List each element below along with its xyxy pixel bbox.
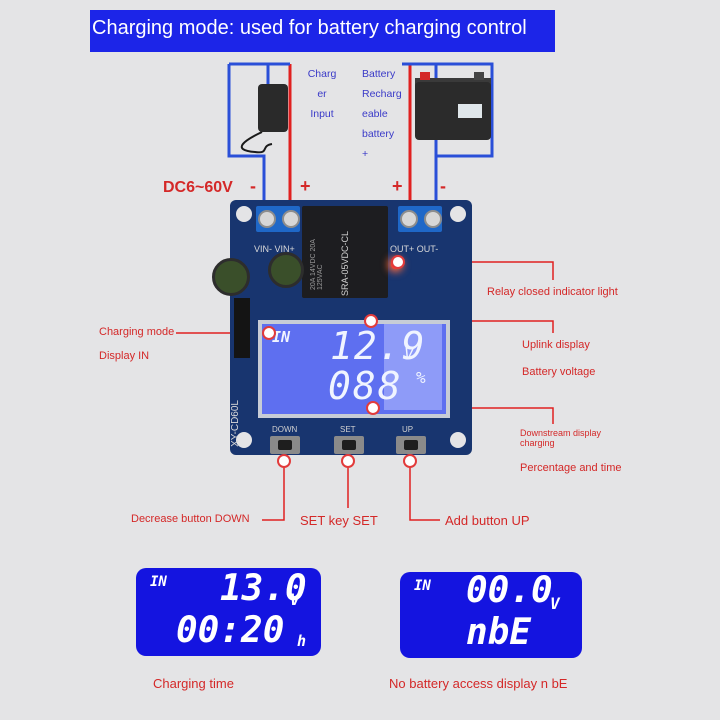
mode-marker bbox=[262, 326, 276, 340]
right-negative-sign: - bbox=[440, 176, 446, 196]
up-button-cap[interactable] bbox=[404, 440, 418, 450]
downstream-marker bbox=[366, 401, 380, 415]
screw-icon bbox=[282, 210, 300, 228]
voltage-range-label: DC6~60V bbox=[163, 179, 233, 196]
battery-positive-terminal bbox=[420, 72, 430, 80]
mode-callout-line2: Display IN bbox=[99, 350, 150, 362]
battery-negative-terminal bbox=[474, 72, 484, 80]
title-banner bbox=[90, 10, 555, 52]
down-button-label: DOWN bbox=[272, 425, 298, 434]
down-button-cap[interactable] bbox=[278, 440, 292, 450]
battery-label-line: Recharg bbox=[362, 88, 402, 100]
set-button-label: SET bbox=[340, 425, 356, 434]
lcd-voltage-unit: V bbox=[404, 344, 414, 363]
mounting-hole bbox=[236, 432, 252, 448]
example-caption-charging: Charging time bbox=[153, 676, 234, 691]
mode-callout: Charging mode bbox=[99, 326, 175, 338]
relay-rating: 20A 14VDC 20A 125VAC bbox=[310, 239, 324, 290]
charger-negative-wire bbox=[227, 64, 266, 210]
relay-icon bbox=[302, 206, 388, 298]
battery-voltage-callout: Battery voltage bbox=[522, 366, 596, 378]
example-time: 00:20 bbox=[176, 610, 285, 651]
lcd-mode-indicator: IN bbox=[272, 328, 291, 346]
percentage-callout: Percentage and time bbox=[520, 462, 622, 474]
up-callout: Add button UP bbox=[445, 513, 530, 528]
screw-icon bbox=[258, 210, 276, 228]
relay-marker bbox=[391, 255, 405, 269]
output-terminal-label: OUT+ OUT- bbox=[390, 244, 439, 254]
set-marker bbox=[341, 454, 355, 468]
lcd-percentage-unit: % bbox=[416, 368, 426, 387]
down-leader bbox=[262, 462, 285, 521]
example-panel-no-battery bbox=[400, 572, 582, 658]
capacitor-icon bbox=[268, 252, 304, 288]
down-callout: Decrease button DOWN bbox=[131, 513, 250, 525]
example-time-unit: h bbox=[297, 632, 307, 650]
capacitor-icon bbox=[212, 258, 250, 296]
up-button-label: UP bbox=[402, 425, 414, 434]
example-caption-no-battery: No battery access display n bE bbox=[389, 676, 568, 691]
example-voltage: 13.0 bbox=[220, 568, 307, 609]
example-status: nbE bbox=[466, 612, 532, 653]
left-positive-sign: + bbox=[300, 176, 311, 196]
example-panel-charging bbox=[136, 568, 321, 656]
example-voltage: 00.0 bbox=[466, 570, 553, 611]
input-terminal-label: VIN- VIN+ bbox=[254, 244, 295, 254]
uplink-callout: Uplink display bbox=[522, 339, 590, 351]
example-mode: IN bbox=[414, 578, 431, 594]
up-leader bbox=[409, 462, 440, 521]
battery-sticker bbox=[458, 104, 482, 118]
charger-wire-top bbox=[229, 62, 270, 84]
charger-icon bbox=[258, 84, 288, 132]
charger-label-line: er bbox=[317, 88, 327, 100]
inductor-component bbox=[234, 298, 250, 358]
screw-icon bbox=[400, 210, 418, 228]
mounting-hole bbox=[450, 432, 466, 448]
left-negative-sign: - bbox=[250, 176, 256, 196]
screw-icon bbox=[424, 210, 442, 228]
board-model-label: XY-CD60L bbox=[230, 400, 241, 447]
lcd-percentage-value: 088 bbox=[328, 364, 403, 408]
battery-label-line: Battery bbox=[362, 68, 396, 80]
lcd-voltage-value: 12.9 bbox=[330, 324, 426, 368]
downstream-callout: Downstream display bbox=[520, 428, 602, 438]
battery-label-line: eable bbox=[362, 108, 388, 120]
up-marker bbox=[403, 454, 417, 468]
charger-label-line: Input bbox=[310, 108, 334, 120]
charger-label-line: Charg bbox=[307, 68, 337, 80]
right-positive-sign: + bbox=[392, 176, 403, 196]
set-callout: SET key SET bbox=[300, 513, 378, 528]
example-voltage-unit: V bbox=[290, 590, 300, 609]
down-marker bbox=[277, 454, 291, 468]
uplink-marker bbox=[364, 314, 378, 328]
example-voltage-unit: V bbox=[550, 594, 560, 613]
battery-label-line: battery bbox=[362, 128, 395, 140]
set-button-cap[interactable] bbox=[342, 440, 356, 450]
battery-negative-wire-b bbox=[436, 62, 494, 158]
charging-callout: charging bbox=[520, 438, 555, 448]
charger-cable bbox=[240, 131, 273, 154]
battery-label: Battery Recharg eable battery + bbox=[362, 64, 408, 164]
mounting-hole bbox=[236, 206, 252, 222]
charger-label: Charg er Input bbox=[302, 64, 342, 124]
example-mode: IN bbox=[150, 574, 167, 590]
page-title: Charging mode: used for battery charging… bbox=[92, 17, 527, 39]
lcd-backlight bbox=[384, 324, 442, 410]
battery-label-line: + bbox=[362, 148, 369, 160]
mounting-hole bbox=[450, 206, 466, 222]
relay-callout: Relay closed indicator light bbox=[487, 286, 618, 298]
relay-model: SRA-05VDC-CL bbox=[340, 230, 350, 296]
